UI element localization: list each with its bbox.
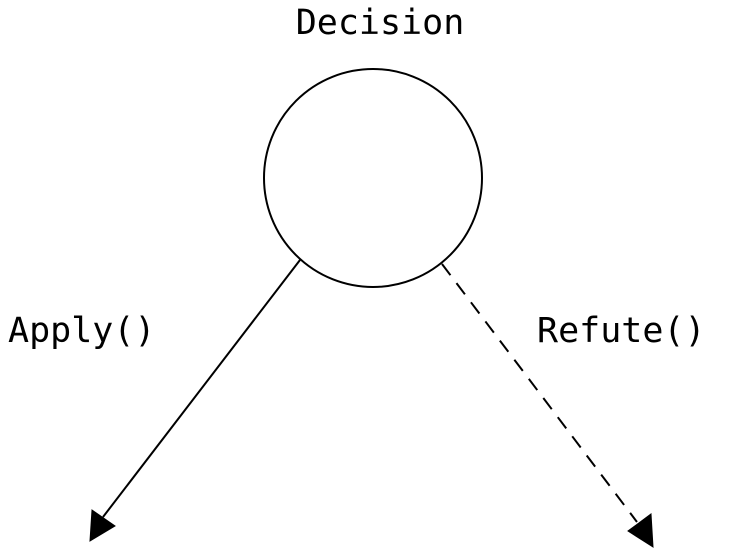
refute-edge-label: Refute() (537, 311, 706, 351)
refute-arrowhead (627, 513, 654, 548)
apply-arrowhead (89, 509, 116, 542)
apply-edge-label: Apply() (8, 311, 156, 351)
refute-edge (441, 263, 654, 548)
node-label: Decision (296, 3, 465, 43)
decision-node (263, 68, 483, 288)
apply-edge-line (102, 259, 301, 518)
refute-edge-line (441, 263, 638, 523)
apply-edge (89, 259, 301, 542)
